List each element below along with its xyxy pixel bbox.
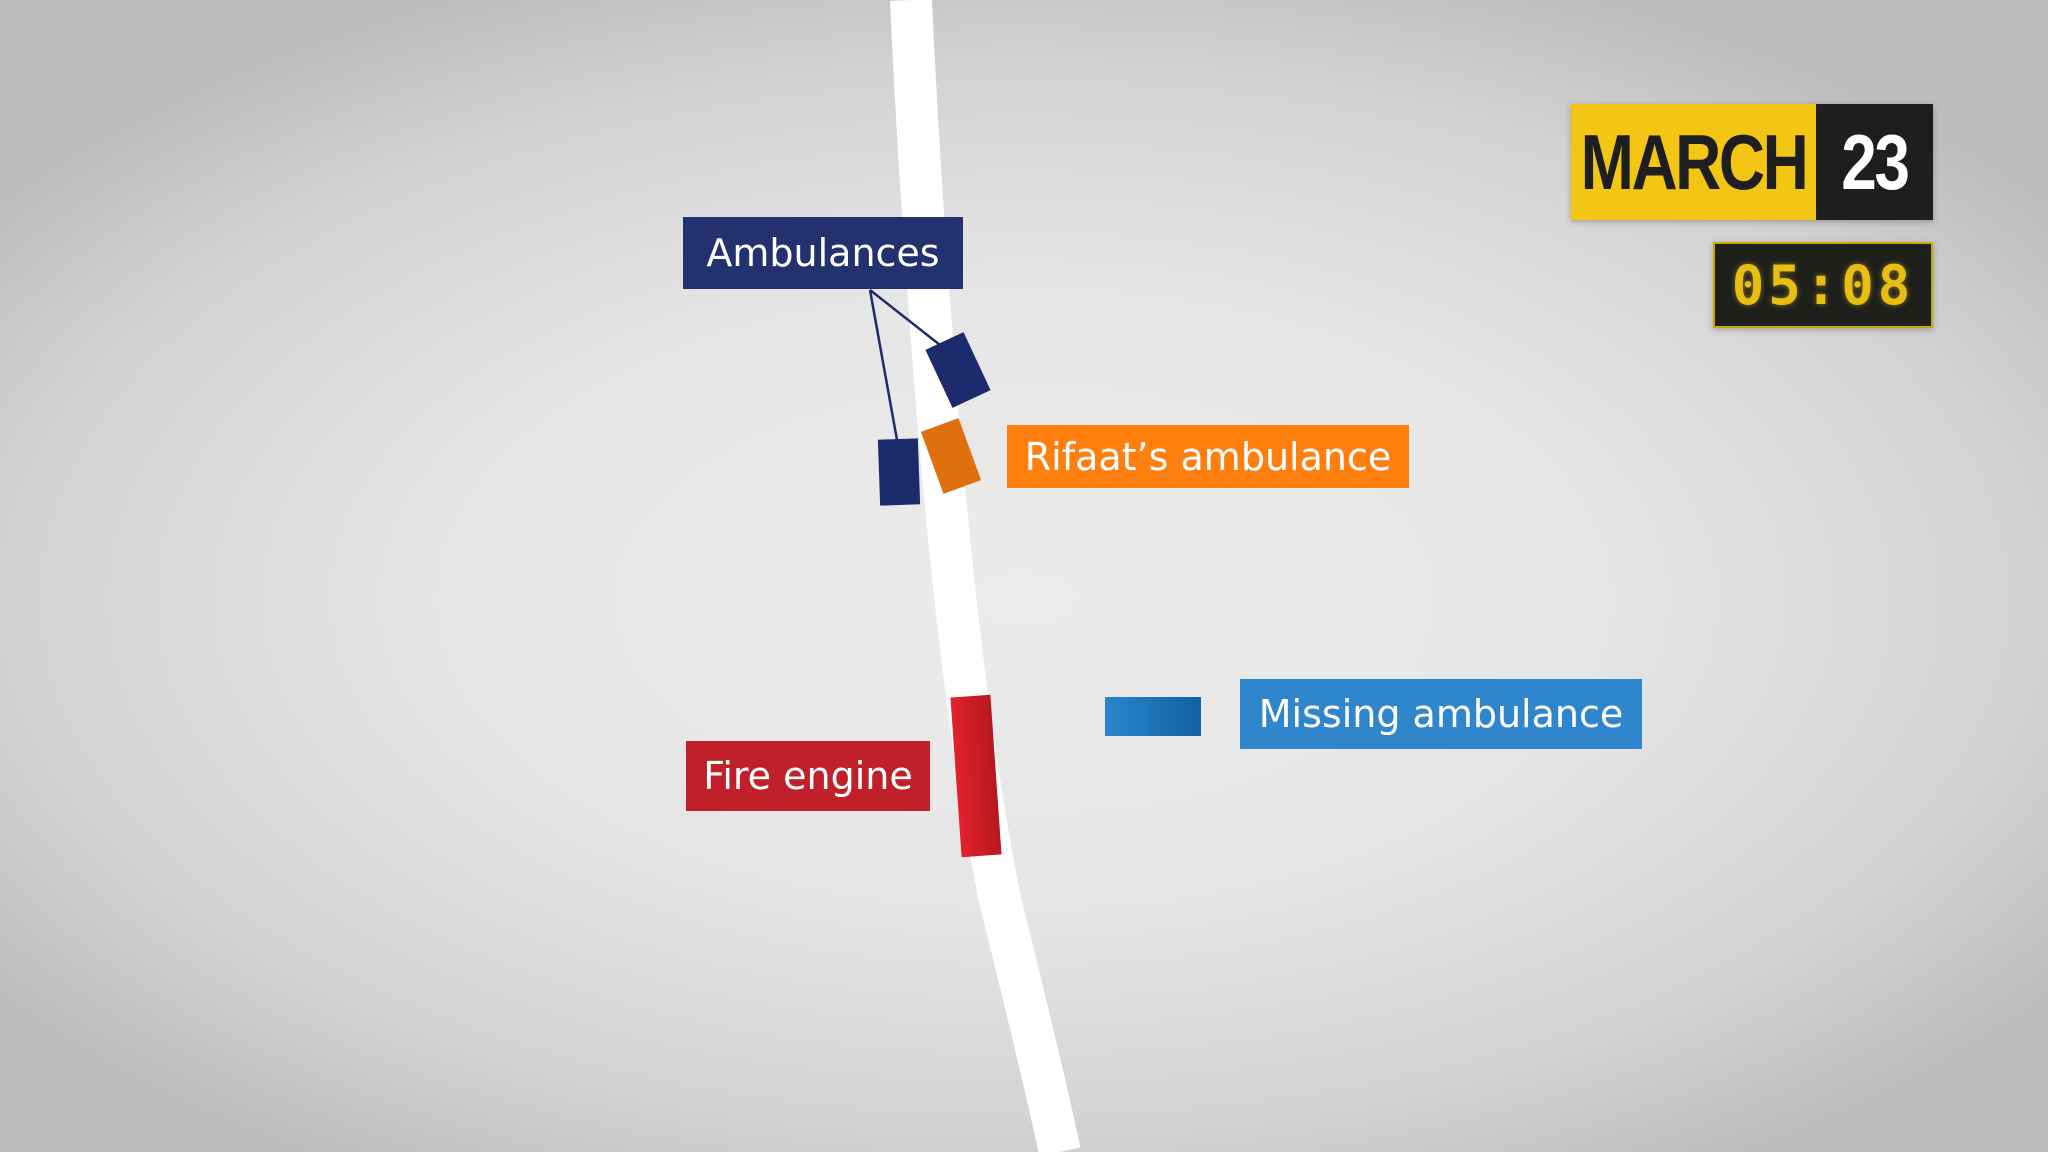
rifaat-ambulance-label: Rifaat’s ambulance [1007, 425, 1409, 488]
date-badge: MARCH 23 [1571, 104, 1933, 220]
time-display: 05:08 [1731, 253, 1915, 317]
missing-ambulance-vehicle [1105, 697, 1201, 736]
time-badge: 05:08 [1713, 242, 1933, 328]
fire-engine-vehicle [950, 694, 1002, 858]
fire-engine-label: Fire engine [686, 741, 930, 811]
rifaat-ambulance-vehicle [920, 418, 982, 494]
ambulance-vehicle-upper [925, 332, 991, 408]
ambulance-vehicle-lower [877, 438, 921, 506]
road [890, 0, 1081, 1152]
date-day-box: 23 [1816, 104, 1933, 220]
missing-ambulance-label: Missing ambulance [1240, 679, 1642, 749]
ambulances-leader-line-2 [869, 289, 941, 346]
date-month: MARCH [1580, 117, 1809, 206]
date-month-box: MARCH [1571, 104, 1816, 220]
ambulances-label: Ambulances [683, 217, 963, 289]
date-day: 23 [1841, 117, 1910, 206]
ambulances-leader-line-1 [868, 289, 899, 441]
